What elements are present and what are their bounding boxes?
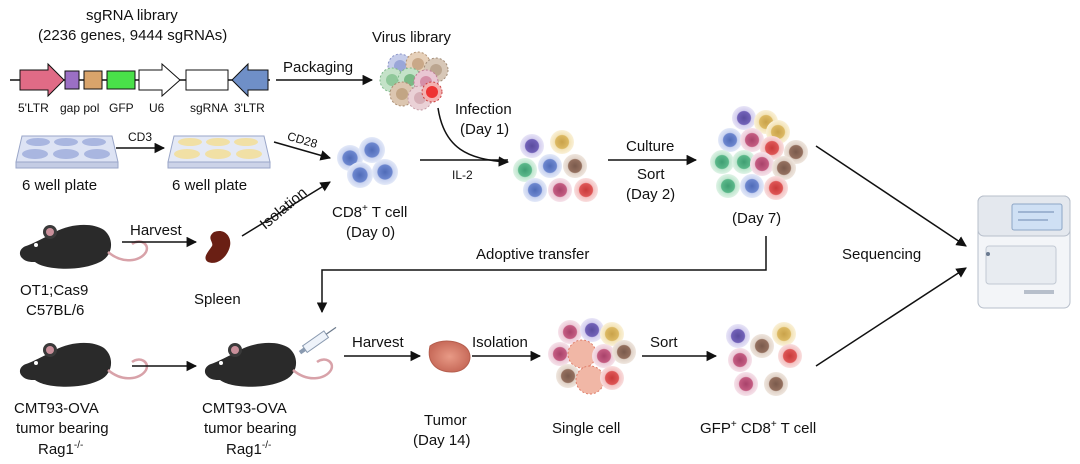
- library-subtitle: (2236 genes, 9444 sgRNAs): [38, 27, 228, 44]
- label-gfp: GFP: [109, 101, 134, 115]
- sequencing-label: Sequencing: [842, 246, 922, 263]
- gfp-tcell-cluster: [726, 322, 802, 396]
- cd8-text: CD8: [736, 420, 771, 437]
- ltr5-arrow: [19, 62, 65, 98]
- plate-2: [167, 135, 271, 169]
- cd8-tcell-cluster: [337, 137, 398, 188]
- plate1-label: 6 well plate: [22, 177, 98, 194]
- mouse-line-2: C57BL/6: [26, 302, 85, 319]
- cd3-label: CD3: [128, 130, 153, 144]
- mouse-line-1: OT1;Cas9: [20, 282, 89, 299]
- cd8-sup: +: [362, 203, 368, 214]
- adoptive-transfer-label: Adoptive transfer: [476, 246, 590, 263]
- sgrna-block: [185, 69, 229, 91]
- gfp-block: [106, 70, 136, 90]
- single-cell-cluster: [548, 318, 636, 395]
- mouse-ot1: [19, 224, 149, 269]
- packaging-label: Packaging: [283, 59, 354, 76]
- tumor-tissue: [428, 340, 471, 373]
- recipient-right-3: Rag1-/-: [226, 441, 271, 459]
- recipient-right-1: CMT93-OVA: [202, 400, 287, 417]
- label-sgrna: sgRNA: [190, 101, 229, 115]
- recipient-right-2: tumor bearing: [204, 420, 297, 437]
- gfp-sup: +: [730, 419, 737, 430]
- label-gap-pol: gap pol: [60, 101, 100, 115]
- expanded-cell-cluster: [710, 106, 808, 200]
- infection-day: (Day 1): [460, 121, 510, 138]
- pol-block: [83, 70, 103, 90]
- label-3ltr: 3'LTR: [234, 101, 265, 115]
- day7-label: (Day 7): [732, 210, 782, 227]
- recipient-left-2: tumor bearing: [16, 420, 109, 437]
- sort-label-top: Sort: [637, 166, 665, 183]
- rag1-text: Rag1: [38, 441, 74, 458]
- plate-1: [15, 135, 119, 169]
- gfp-text: GFP: [700, 420, 731, 437]
- recipient-left-1: CMT93-OVA: [14, 400, 99, 417]
- tumor-day-label: (Day 14): [413, 432, 471, 449]
- single-cell-label: Single cell: [552, 420, 621, 437]
- library-title: sgRNA library: [86, 7, 178, 24]
- tcell-text: T cell: [367, 204, 408, 221]
- mouse-recipient-right: [204, 342, 334, 387]
- sort-label-bottom: Sort: [650, 334, 678, 351]
- u6-arrow: [138, 62, 181, 98]
- sequencer-machine: [977, 195, 1071, 309]
- infection-label: Infection: [455, 101, 512, 118]
- rag1-text: Rag1: [226, 441, 262, 458]
- recipient-left-3: Rag1-/-: [38, 441, 83, 459]
- label-5ltr: 5'LTR: [18, 101, 49, 115]
- cd8-sup: +: [770, 419, 777, 430]
- rag1-sup: -/-: [261, 440, 272, 451]
- day2-label: (Day 2): [626, 186, 676, 203]
- gap-block: [64, 70, 80, 90]
- ltr3-arrow: [231, 62, 269, 98]
- label-u6: U6: [149, 101, 165, 115]
- plate2-label: 6 well plate: [172, 177, 248, 194]
- rag1-sup: -/-: [73, 440, 84, 451]
- tcell-text: T cell: [776, 420, 817, 437]
- tumor-label: Tumor: [424, 412, 467, 429]
- tcell-day-label: (Day 0): [346, 224, 396, 241]
- syringe-icon: [298, 326, 337, 355]
- infected-cell-cluster: [513, 130, 598, 202]
- harvest-label-bottom: Harvest: [352, 334, 404, 351]
- virus-particle: [389, 81, 415, 107]
- cd8-text: CD8: [332, 204, 363, 221]
- il2-label: IL-2: [452, 168, 473, 182]
- isolation-label-bottom: Isolation: [472, 334, 528, 351]
- harvest-label-top: Harvest: [130, 222, 182, 239]
- virus-library-title: Virus library: [372, 29, 451, 46]
- virus-library: [379, 51, 449, 111]
- virus-particle: [421, 81, 443, 103]
- spleen-label: Spleen: [194, 291, 241, 308]
- spleen: [205, 230, 231, 263]
- culture-label: Culture: [626, 138, 675, 155]
- vector-construct: [10, 62, 270, 98]
- mouse-recipient-left: [19, 342, 149, 387]
- gfp-cd8-label: GFP+ CD8+ T cell: [700, 420, 816, 438]
- cd8-tcell-label: CD8+ T cell: [332, 204, 407, 222]
